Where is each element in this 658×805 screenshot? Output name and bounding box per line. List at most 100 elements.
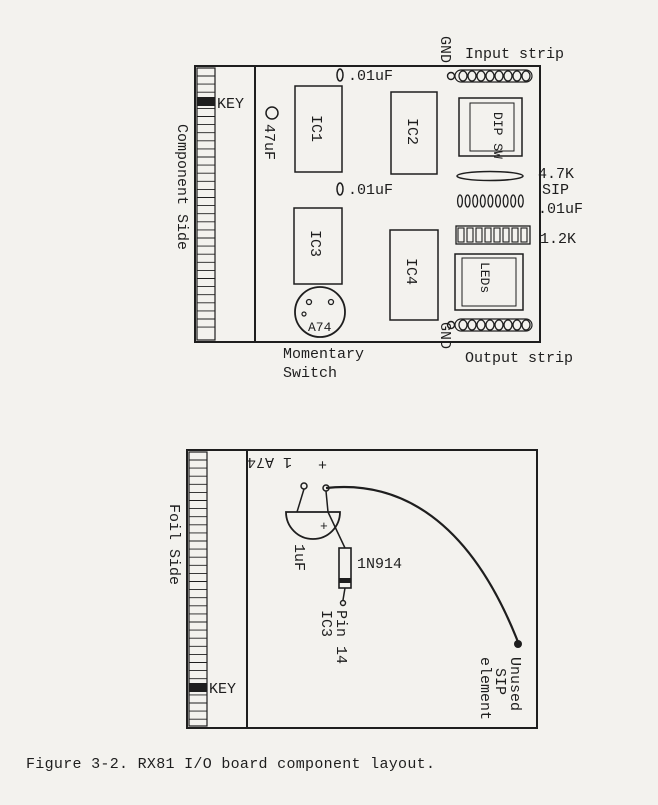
strip-pad — [467, 70, 477, 82]
strip-pad — [503, 70, 513, 82]
strip-pad — [521, 70, 531, 82]
ic3-chip — [293, 207, 343, 285]
cap-1uf — [285, 511, 341, 540]
output-strip-pads — [446, 318, 533, 332]
cap-plus-sign: + — [320, 519, 328, 534]
resistor-element — [493, 227, 501, 243]
component-key-label: KEY — [217, 96, 244, 113]
switch-marking: A74 — [308, 320, 332, 335]
gnd-top-label: GND — [436, 36, 453, 63]
unused-label-line1: Unused — [506, 657, 523, 711]
unused-sip-pad — [514, 640, 522, 648]
leds-label: LEDs — [477, 262, 492, 293]
component-side-label: Component Side — [173, 124, 190, 250]
pin-14-pad — [339, 599, 347, 607]
component-edge-fingers — [197, 75, 215, 328]
strip-pad — [476, 319, 486, 331]
cap-47uf — [265, 106, 279, 120]
ic3-label: IC3 — [306, 230, 323, 257]
resistor-element — [457, 227, 465, 243]
sip-cap — [487, 194, 494, 208]
foil-edge-connector — [188, 451, 208, 727]
input-strip-label: Input strip — [465, 46, 564, 63]
ic1-chip — [294, 85, 343, 173]
cap-47uf-label: 47uF — [260, 124, 277, 160]
resistor-element — [484, 227, 492, 243]
foil-key-label: KEY — [209, 681, 236, 698]
cap-lead-left — [296, 488, 305, 513]
switch-label-line2: Switch — [283, 365, 337, 382]
ic4-label: IC4 — [402, 258, 419, 285]
cap-middle — [336, 182, 344, 196]
foil-key-slot — [189, 683, 207, 692]
strip-pad — [458, 319, 468, 331]
dip-switch — [458, 97, 523, 157]
strip-outline — [454, 318, 533, 332]
dip-switch-label: DIP SW — [490, 112, 505, 159]
sip-cap — [472, 194, 479, 208]
sip-resistor-4-7k — [456, 170, 524, 182]
pin-label-line2: IC3 — [317, 610, 334, 637]
resistor-bank-1-2k — [455, 225, 531, 245]
ic2-chip — [390, 91, 438, 175]
sip-capacitors — [456, 194, 524, 208]
strip-pad — [467, 319, 477, 331]
resistor-element — [502, 227, 510, 243]
sip-cap — [464, 194, 471, 208]
ic2-label: IC2 — [403, 118, 420, 145]
input-strip-pads — [446, 69, 533, 83]
jumper-wire — [325, 485, 520, 643]
component-side-board — [194, 65, 541, 343]
strip-pad — [512, 319, 522, 331]
strip-outline — [454, 69, 533, 83]
led-array — [454, 253, 524, 311]
foil-edge-fingers — [189, 459, 207, 720]
diode-band — [339, 578, 351, 583]
led-array-inner — [461, 257, 517, 307]
switch-pin-right — [327, 298, 335, 306]
output-strip-label: Output strip — [465, 350, 573, 367]
diode-lead-top — [327, 511, 346, 549]
strip-pad — [521, 319, 531, 331]
resistor-element — [520, 227, 528, 243]
momentary-switch — [294, 286, 346, 338]
cap-top — [336, 68, 344, 82]
strip-pad — [494, 319, 504, 331]
res-47k-label: 4.7K — [538, 166, 574, 183]
resistor-element — [511, 227, 519, 243]
sip-cap — [494, 194, 502, 208]
foil-side-label: Foil Side — [165, 504, 182, 585]
switch-pin-left — [305, 298, 313, 306]
resistor-element — [475, 227, 483, 243]
sip-cap — [502, 194, 509, 208]
resistor-bank-outline — [455, 225, 531, 245]
sip-label: SIP — [542, 182, 569, 199]
figure-caption: Figure 3-2. RX81 I/O board component lay… — [26, 756, 436, 773]
foil-plus-sign: + — [318, 458, 327, 475]
component-key-slot — [197, 97, 215, 106]
unused-label-line2: SIP — [491, 668, 508, 695]
foil-side-board — [186, 449, 538, 729]
strip-pad — [485, 319, 495, 331]
sip-cap — [510, 194, 517, 208]
switch-label-line1: Momentary — [283, 346, 364, 363]
cap-middle-label: .01uF — [348, 182, 393, 199]
sip-cap — [479, 194, 486, 208]
component-edge-connector — [196, 67, 216, 341]
sip-cap — [456, 194, 464, 208]
resistor-element — [466, 227, 474, 243]
switch-pad-left — [300, 482, 308, 490]
unused-label-line3: element — [476, 657, 493, 720]
ic1-label: IC1 — [307, 115, 324, 142]
gnd-bottom-label: GND — [436, 322, 453, 349]
sip-cap — [517, 194, 524, 208]
cap-lead-right — [325, 490, 329, 513]
strip-pad — [458, 70, 468, 82]
cap-1uf-label: 1uF — [290, 544, 307, 571]
ic4-chip — [389, 229, 439, 321]
pin-label-line1: Pin 14 — [332, 610, 349, 664]
cap-sip-label: .01uF — [538, 201, 583, 218]
dip-switch-inner — [469, 102, 515, 152]
strip-pad — [512, 70, 522, 82]
